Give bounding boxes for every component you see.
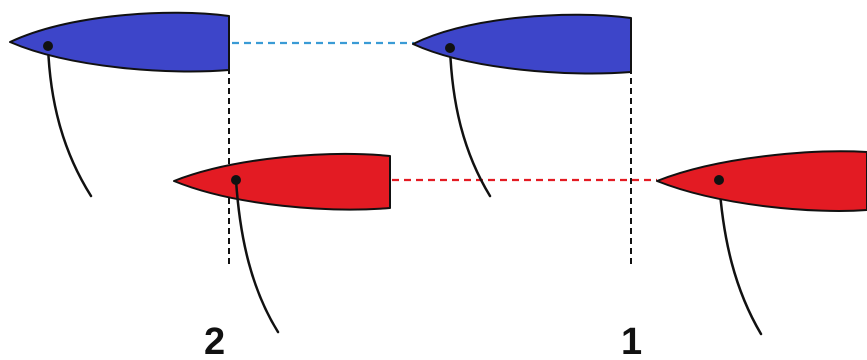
red-boat-position-1	[656, 150, 867, 336]
position-label-2: 2	[204, 321, 225, 360]
boat-hull-icon	[412, 13, 632, 75]
sail-icon	[46, 44, 93, 198]
mast-icon	[231, 175, 241, 185]
blue-boat-position-1	[412, 13, 632, 198]
position-label-1: 1	[621, 321, 642, 360]
blue-boat-position-2	[9, 11, 230, 198]
sail-icon	[234, 178, 280, 334]
sail-icon	[717, 178, 763, 336]
boat-hull-icon	[9, 11, 230, 73]
sail-icon	[448, 46, 492, 198]
boat-hull-icon	[656, 150, 867, 212]
mast-icon	[445, 43, 455, 53]
red-boat-position-2	[173, 152, 391, 334]
boat-hull-icon	[173, 152, 391, 211]
mast-icon	[714, 175, 724, 185]
mast-icon	[43, 41, 53, 51]
